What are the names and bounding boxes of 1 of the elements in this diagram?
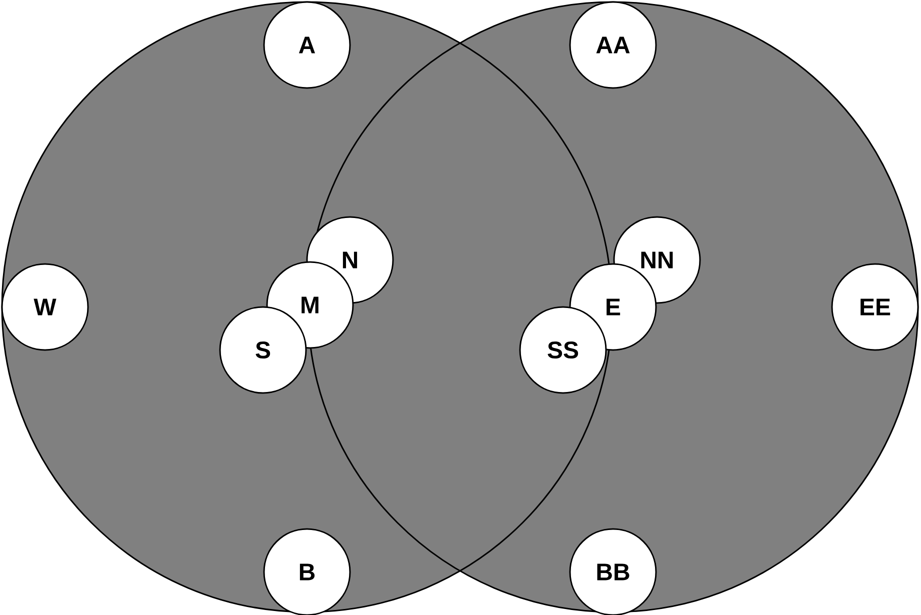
node-label: EE bbox=[860, 298, 890, 316]
